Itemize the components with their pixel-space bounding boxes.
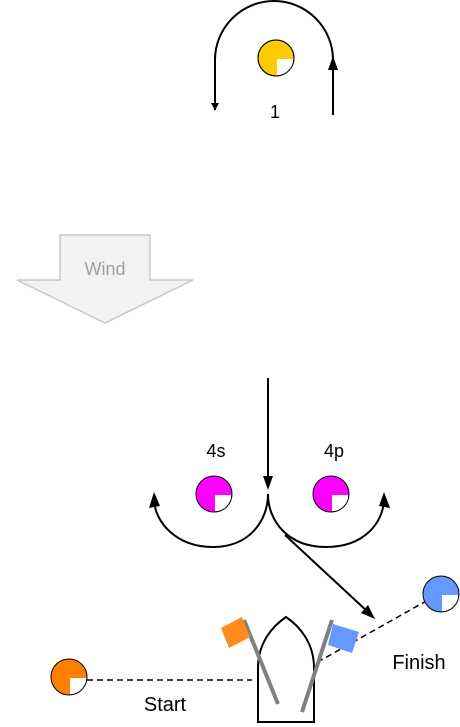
finish-pin-buoy-notch: [442, 595, 458, 611]
start-flag-pole: [242, 619, 280, 705]
finish-pin-buoy-outline: [422, 575, 460, 613]
gate-4-group: 4s 4p: [149, 378, 390, 619]
mark-4s-rounding-arrow: [153, 493, 269, 549]
mark-1-label: 1: [270, 102, 280, 122]
mark-1-approach-arrowhead: [328, 56, 338, 70]
mark-4p-buoy-outline: [312, 475, 350, 513]
mark-4p-buoy-notch: [332, 495, 348, 511]
start-pin-buoy-notch: [70, 678, 86, 694]
finish-label: Finish: [392, 652, 445, 674]
committee-boat: [257, 615, 315, 723]
mark-4s-buoy-notch: [215, 495, 231, 511]
mark-1-buoy-notch: [277, 59, 293, 75]
mark-1-group: 1: [211, 0, 338, 122]
finish-flag: [328, 624, 359, 653]
finish-leg-arrowhead: [361, 605, 375, 619]
start-finish-area: Start Finish: [50, 575, 460, 723]
start-pin-buoy-outline: [50, 658, 88, 696]
mark-4s-buoy-outline: [195, 475, 233, 513]
mark-1-rounding-arrow: [211, 0, 334, 115]
start-label: Start: [144, 694, 187, 716]
finish-leg-line: [284, 534, 369, 613]
downwind-leg-arrowhead: [263, 476, 273, 490]
finish-flag-pole: [300, 619, 334, 713]
mark-4s-rounding-arrowhead: [149, 492, 160, 508]
mark-1-buoy-outline: [257, 39, 295, 77]
finish-line: [299, 599, 429, 673]
start-flag: [221, 617, 250, 648]
mark-4p-rounding-arrow: [267, 493, 385, 549]
wind-indicator: Wind: [16, 234, 194, 324]
mark-4p-rounding-arrowhead: [379, 492, 390, 508]
mark-4s-label: 4s: [206, 441, 225, 461]
mark-4p-label: 4p: [324, 441, 344, 461]
wind-arrow-icon: [16, 234, 194, 324]
wind-label: Wind: [84, 259, 125, 279]
